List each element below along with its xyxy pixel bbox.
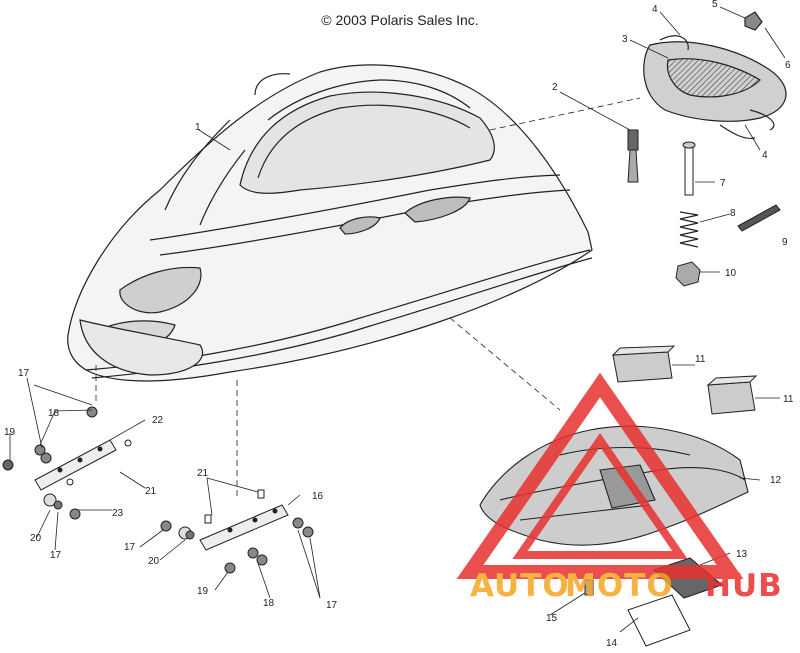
callout-15: 15	[546, 613, 558, 624]
decal-part	[627, 594, 691, 647]
callout-labels: 1 2 3 4 4 5 6 7 8 9 10 11 11 12 13 14 15…	[4, 0, 794, 649]
headlight-assembly	[643, 11, 787, 140]
callout-17c: 17	[124, 542, 136, 553]
watermark-hub: HUB	[705, 568, 783, 604]
callout-6: 6	[785, 60, 791, 71]
callout-17a: 17	[18, 368, 30, 379]
left-bracket-group	[2, 406, 132, 520]
belly-pan-part	[479, 425, 749, 546]
hood-part	[67, 64, 593, 382]
callout-11: 11	[783, 394, 794, 405]
callout-18b: 18	[263, 598, 275, 609]
screw-part	[584, 579, 594, 596]
callout-21b: 21	[197, 468, 209, 479]
knob-nut-part	[675, 261, 701, 287]
watermark-logo: AUTO MOTO HUB	[456, 372, 783, 604]
callout-3: 3	[622, 34, 628, 45]
callout-19a: 19	[4, 427, 16, 438]
watermark-auto: AUTO	[470, 568, 570, 604]
copyright-text: © 2003 Polaris Sales Inc.	[321, 12, 479, 28]
callout-16: 16	[312, 491, 324, 502]
callout-14: 14	[606, 638, 618, 648]
callout-4: 4	[652, 4, 658, 15]
callout-13: 13	[736, 549, 748, 560]
strip-part	[737, 204, 781, 232]
callout-12: 12	[770, 475, 782, 486]
callout-11b: 11	[695, 354, 706, 365]
callout-23: 23	[112, 508, 124, 519]
callout-20a: 20	[30, 533, 42, 544]
callout-19b: 19	[197, 586, 209, 597]
center-bracket-group	[160, 489, 314, 574]
callout-20b: 20	[148, 556, 160, 567]
pin-part	[682, 141, 696, 196]
callout-18a: 18	[48, 408, 60, 419]
spring-part	[679, 211, 699, 248]
callout-17d: 17	[326, 600, 338, 611]
leader-lines	[9, 6, 786, 633]
callout-17b: 17	[50, 550, 62, 561]
callout-8: 8	[730, 208, 736, 219]
callout-4b: 4	[762, 150, 768, 161]
foam-block-part	[611, 345, 758, 415]
callout-5: 5	[712, 0, 718, 10]
callout-10: 10	[725, 268, 737, 279]
callout-22: 22	[152, 415, 164, 426]
callout-2: 2	[552, 82, 558, 93]
watermark-moto: MOTO	[565, 568, 674, 604]
callout-21a: 21	[145, 486, 157, 497]
callout-1: 1	[195, 122, 201, 133]
lamp-socket-part	[627, 129, 639, 183]
callout-7: 7	[720, 178, 726, 189]
callout-9: 9	[782, 237, 788, 248]
